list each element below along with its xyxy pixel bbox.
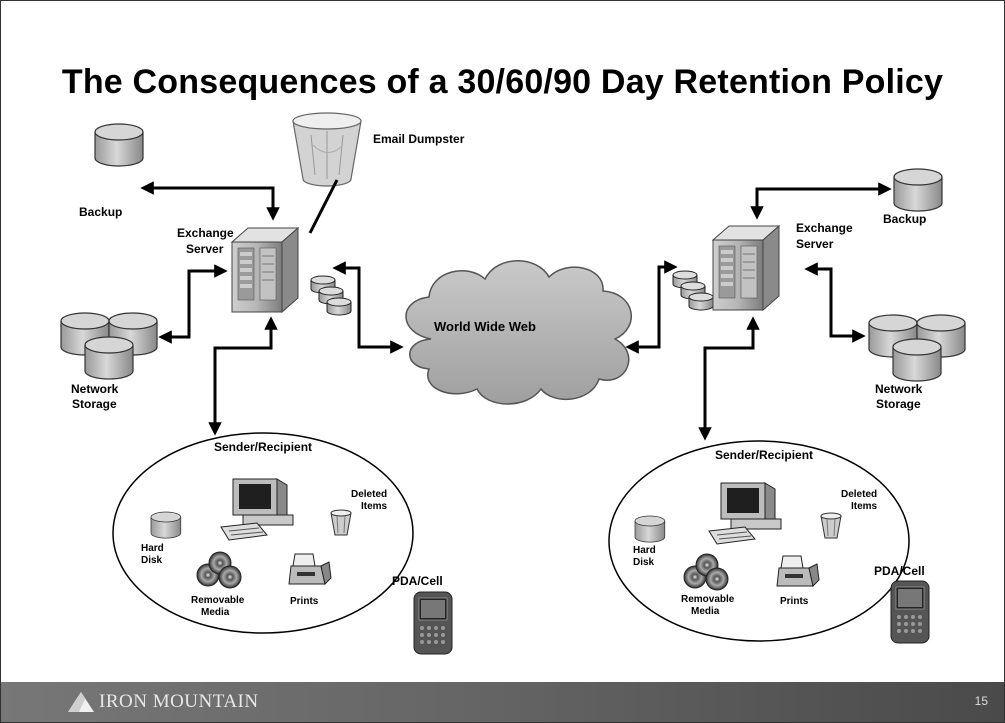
sender-recipient-group xyxy=(608,440,910,642)
hard-label: Hard xyxy=(633,545,656,556)
backup-arrow xyxy=(140,181,280,221)
hard-label: Hard xyxy=(141,543,164,554)
storage-arrow xyxy=(804,262,866,343)
exchange-label: Exchange xyxy=(796,221,853,235)
prints-label: Prints xyxy=(780,596,809,607)
printer-icon xyxy=(776,555,820,587)
dumpster-link-line xyxy=(308,179,339,234)
backup-disk-icon xyxy=(893,168,943,212)
page-number: 15 xyxy=(974,694,988,708)
deleted-items-icon xyxy=(330,509,352,536)
removable-label: Removable xyxy=(191,595,245,606)
hard-disk-icon xyxy=(150,511,182,539)
backup-arrow xyxy=(750,182,892,220)
computer-icon xyxy=(220,478,294,541)
removable-media-icon xyxy=(683,553,729,591)
backup-label: Backup xyxy=(883,212,926,226)
printer-icon xyxy=(288,553,332,585)
deleted-label: Deleted xyxy=(351,489,387,500)
media-label: Media xyxy=(201,607,230,618)
web-arrow-right xyxy=(625,260,678,354)
sender-recipient-label: Sender/Recipient xyxy=(214,440,312,454)
sender-recipient-label: Sender/Recipient xyxy=(715,448,813,462)
exchange-label: Exchange xyxy=(177,226,234,240)
storage-label: Storage xyxy=(72,397,117,411)
sender-arrow xyxy=(208,316,278,436)
pda-icon xyxy=(413,591,453,655)
storage-disk-icon xyxy=(892,338,942,382)
footer-bar: IRON MOUNTAIN 15 xyxy=(1,682,1004,722)
pda-cell-label: PDA/Cell xyxy=(392,574,443,588)
web-arrow-left xyxy=(332,261,404,354)
computer-icon xyxy=(708,482,782,545)
diagram: Email Dumpster Backup Exchange Server Ne… xyxy=(60,112,966,655)
items-label: Items xyxy=(851,501,878,512)
network-label: Network xyxy=(71,382,119,396)
slide-title: The Consequences of a 30/60/90 Day Reten… xyxy=(61,63,944,101)
email-dumpster-icon xyxy=(292,112,362,187)
hard-disk-icon xyxy=(634,515,666,543)
removable-media-icon xyxy=(196,551,242,589)
exchange-server-icon xyxy=(712,225,780,311)
pda-icon xyxy=(890,580,930,644)
pda-cell-label: PDA/Cell xyxy=(874,564,925,578)
network-label: Network xyxy=(875,382,923,396)
server-disks-icon xyxy=(311,276,351,315)
email-dumpster-label: Email Dumpster xyxy=(373,132,465,146)
prints-label: Prints xyxy=(290,596,319,607)
exchange-server-icon xyxy=(231,227,299,313)
removable-label: Removable xyxy=(681,594,735,605)
items-label: Items xyxy=(361,501,388,512)
brand-logo-text: IRON MOUNTAIN xyxy=(99,691,259,712)
storage-arrow xyxy=(158,264,228,344)
sender-recipient-group xyxy=(112,432,414,634)
deleted-items-icon xyxy=(820,512,842,539)
storage-label: Storage xyxy=(876,397,921,411)
backup-disk-icon xyxy=(94,123,144,167)
disk-label: Disk xyxy=(141,555,163,566)
disk-label: Disk xyxy=(633,557,655,568)
deleted-label: Deleted xyxy=(841,489,877,500)
world-wide-web-cloud xyxy=(405,260,632,405)
world-wide-web-label: World Wide Web xyxy=(434,319,536,334)
media-label: Media xyxy=(691,606,720,617)
server-disks-icon xyxy=(673,271,713,310)
iron-mountain-logo-icon xyxy=(68,692,94,712)
sender-arrow xyxy=(698,316,760,441)
server-label: Server xyxy=(796,237,834,251)
storage-disk-icon xyxy=(84,336,134,380)
backup-label: Backup xyxy=(79,205,122,219)
server-label: Server xyxy=(186,242,224,256)
